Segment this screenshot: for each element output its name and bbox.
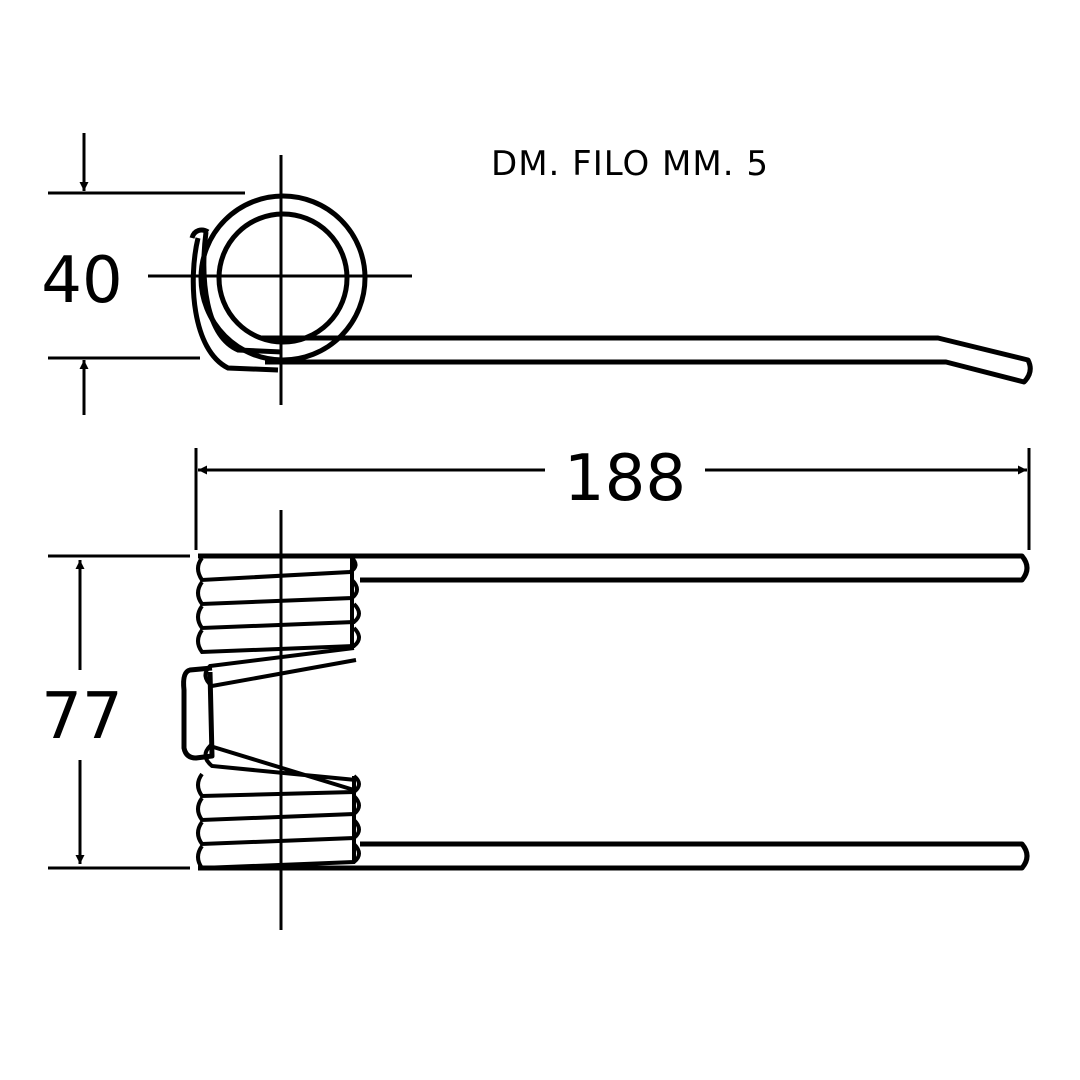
tine-bottom bbox=[198, 841, 1030, 871]
connecting-loop bbox=[181, 665, 215, 761]
coil-outer-ring bbox=[198, 193, 368, 363]
wire-diameter-note: DM. FILO MM. 5 bbox=[491, 144, 769, 184]
front-view: 77 bbox=[41, 510, 1030, 930]
coil-diameter-label: 40 bbox=[41, 244, 122, 318]
overall-width-label: 77 bbox=[41, 680, 122, 754]
coil-wire-wrap bbox=[190, 237, 279, 373]
overall-length-label: 188 bbox=[564, 442, 686, 516]
coil-inner-ring bbox=[216, 211, 350, 345]
tine-top bbox=[198, 553, 1030, 583]
upper-coil-windings bbox=[196, 556, 361, 655]
tine-arm-side bbox=[262, 335, 1033, 385]
side-view: 40 bbox=[41, 133, 1033, 415]
coil-wire-wrap-inner bbox=[201, 231, 283, 355]
coil-wire-end bbox=[189, 227, 210, 239]
lower-coil-windings bbox=[196, 772, 361, 871]
length-dimension: 188 bbox=[194, 442, 1031, 550]
